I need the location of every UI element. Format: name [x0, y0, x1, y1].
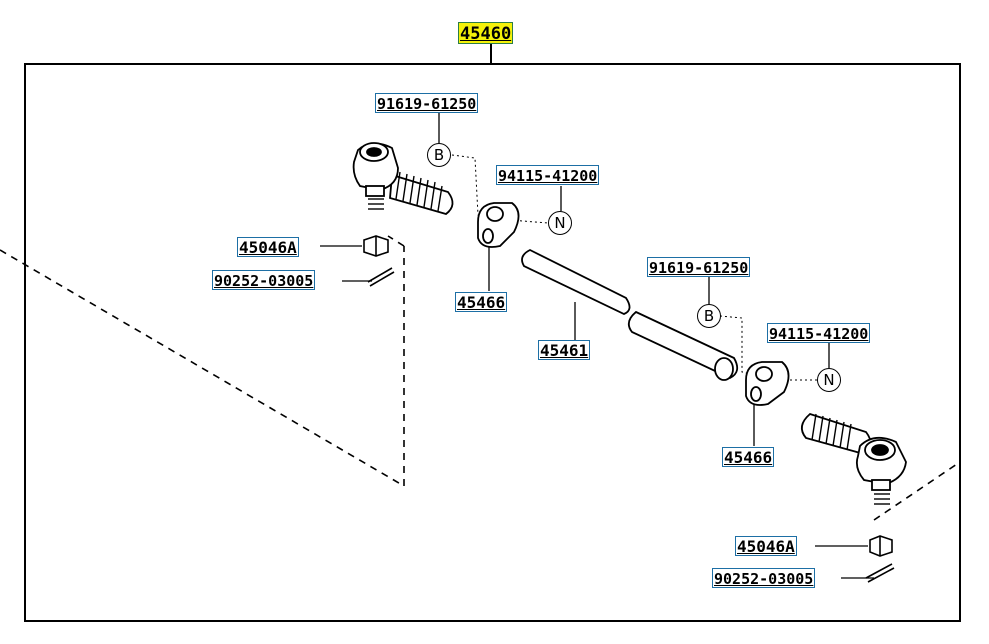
part-label-castle-nut-left[interactable]: 45046A: [237, 237, 299, 257]
assembly-part-label[interactable]: 45460: [458, 22, 514, 44]
solid-leaders: [320, 113, 874, 579]
cotter-pin-left-shape: [367, 267, 395, 287]
callout-b-top: B: [427, 143, 451, 167]
part-label-clamp-bottom[interactable]: 45466: [722, 447, 775, 467]
diagram-frame: [24, 63, 961, 622]
clamp-top-shape: [477, 202, 520, 248]
tie-rod-end-left: [352, 142, 454, 215]
part-label-bolt-b-top[interactable]: 91619-61250: [375, 93, 479, 113]
part-label-nut-n-top[interactable]: 94115-41200: [496, 165, 600, 185]
part-label-tube[interactable]: 45461: [538, 340, 591, 360]
castle-nut-left-shape: [363, 235, 389, 257]
part-label-cotter-pin-left[interactable]: 90252-03005: [212, 270, 316, 290]
callout-b-bottom: B: [697, 304, 721, 328]
dotted-leaders: [451, 154, 818, 381]
tie-rod-end-right: [800, 412, 907, 505]
callout-n-top: N: [548, 211, 572, 235]
callout-n-bottom: N: [817, 368, 841, 392]
part-label-clamp-top[interactable]: 45466: [455, 292, 508, 312]
cotter-pin-right-shape: [865, 563, 895, 583]
castle-nut-right-shape: [869, 535, 893, 557]
clamp-bottom-shape: [745, 361, 790, 406]
dashed-guide-lines: [0, 235, 961, 521]
part-label-bolt-b-bottom[interactable]: 91619-61250: [647, 257, 751, 277]
tube-shape: [521, 248, 739, 381]
part-label-cotter-pin-right[interactable]: 90252-03005: [712, 568, 816, 588]
part-label-castle-nut-right[interactable]: 45046A: [735, 536, 797, 556]
part-label-nut-n-bottom[interactable]: 94115-41200: [767, 323, 871, 343]
